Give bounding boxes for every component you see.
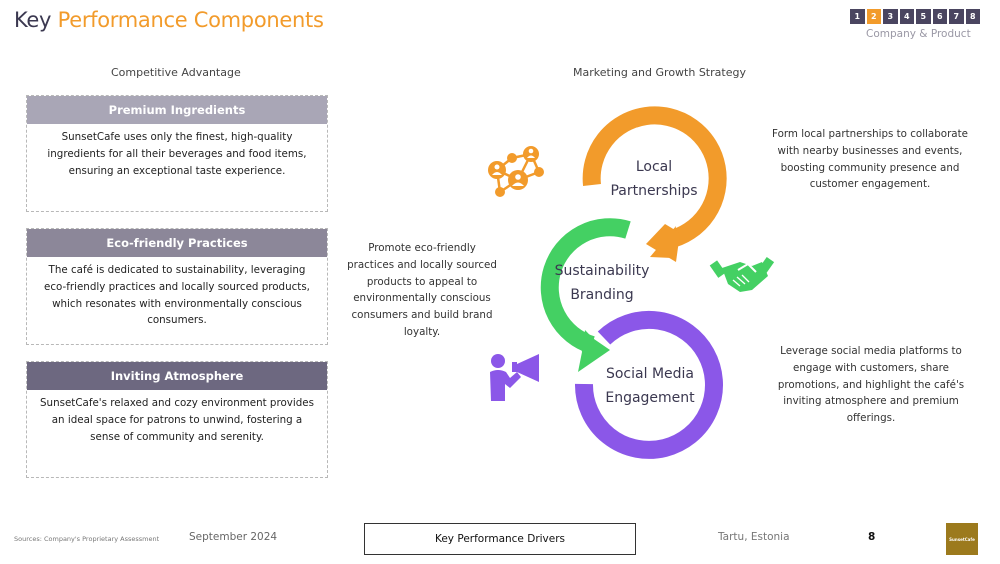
page-number: 8 [868,531,876,543]
page-title: Key Performance Components [14,8,324,32]
card-premium-ingredients: Premium Ingredients SunsetCafe uses only… [26,95,328,212]
nav-page-5[interactable]: 5 [916,9,931,24]
nav-page-6[interactable]: 6 [932,9,947,24]
ring-label-line: Engagement [605,390,695,406]
footer-center-label: Key Performance Drivers [364,523,636,555]
sustainability-branding-ring [540,218,631,372]
sources-note: Sources: Company's Proprietary Assessmen… [14,535,160,543]
local-partnerships-description: Form local partnerships to collaborate w… [772,128,968,191]
marketing-strategy-heading: Marketing and Growth Strategy [573,66,746,79]
card-eco-friendly-practices: Eco-friendly Practices The café is dedic… [26,228,328,345]
competitive-advantage-heading: Competitive Advantage [111,66,241,79]
ring-label-line: Local [635,159,673,175]
title-highlight: Performance Components [57,8,324,32]
nav-page-7[interactable]: 7 [949,9,964,24]
ring-label-line: Social Media [605,366,694,382]
title-prefix: Key [14,8,52,32]
ring-label-line: Partnerships [610,183,698,199]
card-title: Eco-friendly Practices [27,229,327,257]
nav-page-1[interactable]: 1 [850,9,865,24]
card-text: The café is dedicated to sustainability,… [44,264,310,327]
ring-label-local-partnerships: Local Partnerships [596,155,712,203]
nav-page-4[interactable]: 4 [899,9,914,24]
social-media-engagement-ring [574,310,723,459]
ring-label-line: Branding [570,287,634,303]
handshake-icon [709,256,775,292]
section-label: Company & Product [866,28,971,40]
card-text: SunsetCafe's relaxed and cozy environmen… [40,397,314,443]
nav-page-3[interactable]: 3 [883,9,898,24]
nav-page-2[interactable]: 2 [866,9,881,24]
sustainability-branding-description: Promote eco-friendly practices and local… [347,242,497,338]
card-inviting-atmosphere: Inviting Atmosphere SunsetCafe's relaxed… [26,361,328,478]
card-text: SunsetCafe uses only the finest, high-qu… [47,131,307,177]
ring-label-line: Sustainability [554,263,650,279]
ring-label-sustainability-branding: Sustainability Branding [540,259,664,307]
megaphone-person-icon [490,354,539,401]
company-logo: SunsetCafe [946,523,978,555]
local-partnerships-ring [582,106,727,262]
nav-page-8[interactable]: 8 [965,9,980,24]
card-title: Premium Ingredients [27,96,327,124]
network-people-icon [488,146,544,197]
footer-location: Tartu, Estonia [718,531,790,543]
page-navigation: 1 2 3 4 5 6 7 8 [850,9,980,24]
social-media-engagement-description: Leverage social media platforms to engag… [777,345,965,425]
card-title: Inviting Atmosphere [27,362,327,390]
ring-label-social-media-engagement: Social Media Engagement [592,362,708,410]
footer-date: September 2024 [189,531,278,543]
